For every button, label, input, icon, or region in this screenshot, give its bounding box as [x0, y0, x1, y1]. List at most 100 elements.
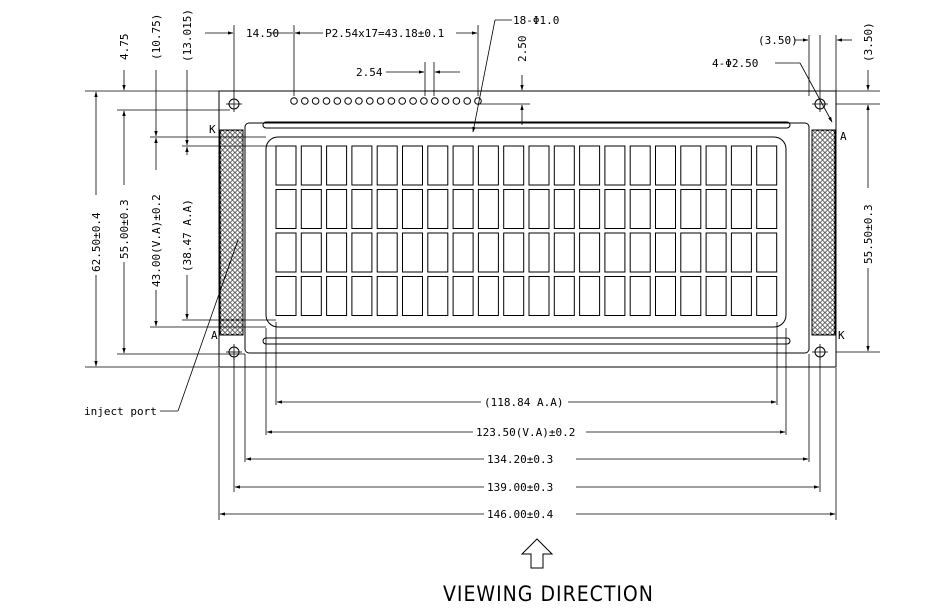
pin-hole [366, 97, 374, 105]
dim-overall-width: 146.00±0.4 [487, 508, 554, 521]
char-cell [604, 189, 626, 229]
pin-hole [376, 97, 385, 105]
bottom-bar [262, 337, 791, 345]
label-a-bottom-left: A [211, 329, 218, 342]
vertical-dim-lines [94, 70, 870, 367]
char-cell [604, 145, 626, 186]
dim-pin-pitch: P2.54x17=43.18±0.1 [325, 27, 444, 40]
char-cell [655, 145, 676, 186]
char-cell [477, 145, 499, 186]
extension-lines-h [85, 90, 880, 368]
mount-hole-top-left [226, 96, 242, 112]
char-cell [705, 145, 727, 186]
bezel-outline [244, 122, 810, 354]
pin-row [290, 97, 482, 105]
char-cell [655, 276, 676, 316]
char-cell [275, 232, 297, 273]
char-cell [680, 232, 702, 273]
char-cell [300, 276, 322, 316]
dim-width-134: 134.20±0.3 [487, 453, 553, 466]
char-cell [756, 145, 778, 186]
pin-hole [387, 97, 396, 105]
char-cell [275, 189, 297, 229]
extension-lines [218, 25, 837, 520]
char-cell [402, 189, 423, 229]
char-cell [402, 276, 423, 316]
char-cell [452, 145, 474, 186]
char-cell [376, 145, 398, 186]
char-cell [503, 145, 525, 186]
char-cell [477, 276, 499, 316]
char-cell [503, 189, 525, 229]
mount-hole-bottom-right [812, 344, 828, 360]
dim-va-width: 123.50(V.A)±0.2 [476, 426, 575, 439]
pin-hole [463, 97, 472, 105]
dim-top-4-75: 4.75 [118, 34, 131, 61]
char-cell [528, 145, 550, 186]
char-cell [604, 276, 626, 316]
char-cell [427, 276, 449, 316]
char-cell [629, 145, 651, 186]
char-cell [528, 276, 550, 316]
horizontal-dim-lines [205, 31, 852, 516]
mount-hole-bottom-left [226, 344, 242, 360]
char-cell [402, 232, 423, 273]
char-cell [503, 276, 525, 316]
label-inject-port: inject port [84, 405, 157, 418]
char-cell [705, 189, 727, 229]
char-cell [452, 232, 474, 273]
dim-va-height: 43.00(V.A)±0.2 [150, 194, 163, 287]
backlight-left [219, 129, 244, 336]
char-cell [655, 189, 676, 229]
pin-hole [420, 97, 428, 105]
dim-hole-offset-h: (3.50) [758, 34, 798, 47]
char-cell [477, 232, 499, 273]
label-viewing-direction: VIEWING DIRECTION [443, 582, 654, 606]
char-cell [351, 189, 373, 229]
pin-hole [290, 97, 298, 105]
character-grid [275, 145, 778, 316]
char-cell [326, 189, 348, 229]
dim-right-height: 55.50±0.3 [862, 204, 875, 264]
char-cell [528, 232, 550, 273]
char-cell [477, 189, 499, 229]
char-cell [275, 145, 297, 186]
char-cell [351, 276, 373, 316]
dim-width-139: 139.00±0.3 [487, 481, 553, 494]
char-cell [275, 276, 297, 316]
top-bar [262, 121, 791, 129]
char-cell [756, 232, 778, 273]
char-cell [326, 145, 348, 186]
dim-overall-height: 62.50±0.4 [90, 212, 103, 272]
viewing-area [265, 136, 787, 328]
char-cell [427, 145, 449, 186]
char-cell [376, 276, 398, 316]
backlight-right [811, 129, 836, 336]
char-cell [579, 276, 601, 316]
char-cell [326, 232, 348, 273]
dim-pin-offset: 14.50 [246, 27, 279, 40]
pin-hole [474, 97, 482, 105]
dim-aa-height: (38.47 A.A) [181, 199, 194, 272]
pin-hole [322, 97, 331, 105]
char-cell [351, 145, 373, 186]
leader-lines [160, 19, 833, 412]
pin-hole [311, 97, 320, 105]
char-cell [300, 145, 322, 186]
viewing-direction-arrow-icon [520, 538, 554, 569]
pin-hole [301, 97, 309, 105]
char-cell [629, 189, 651, 229]
pin-hole [430, 97, 439, 105]
char-cell [579, 145, 601, 186]
pin-hole [398, 97, 407, 105]
char-cell [655, 232, 676, 273]
dim-pin-holes: 18-Φ1.0 [513, 14, 559, 27]
char-cell [553, 189, 575, 229]
pin-hole [409, 97, 417, 105]
char-cell [452, 276, 474, 316]
char-cell [452, 189, 474, 229]
dim-top-13-015: (13.015) [181, 9, 194, 62]
char-cell [604, 232, 626, 273]
char-cell [705, 276, 727, 316]
